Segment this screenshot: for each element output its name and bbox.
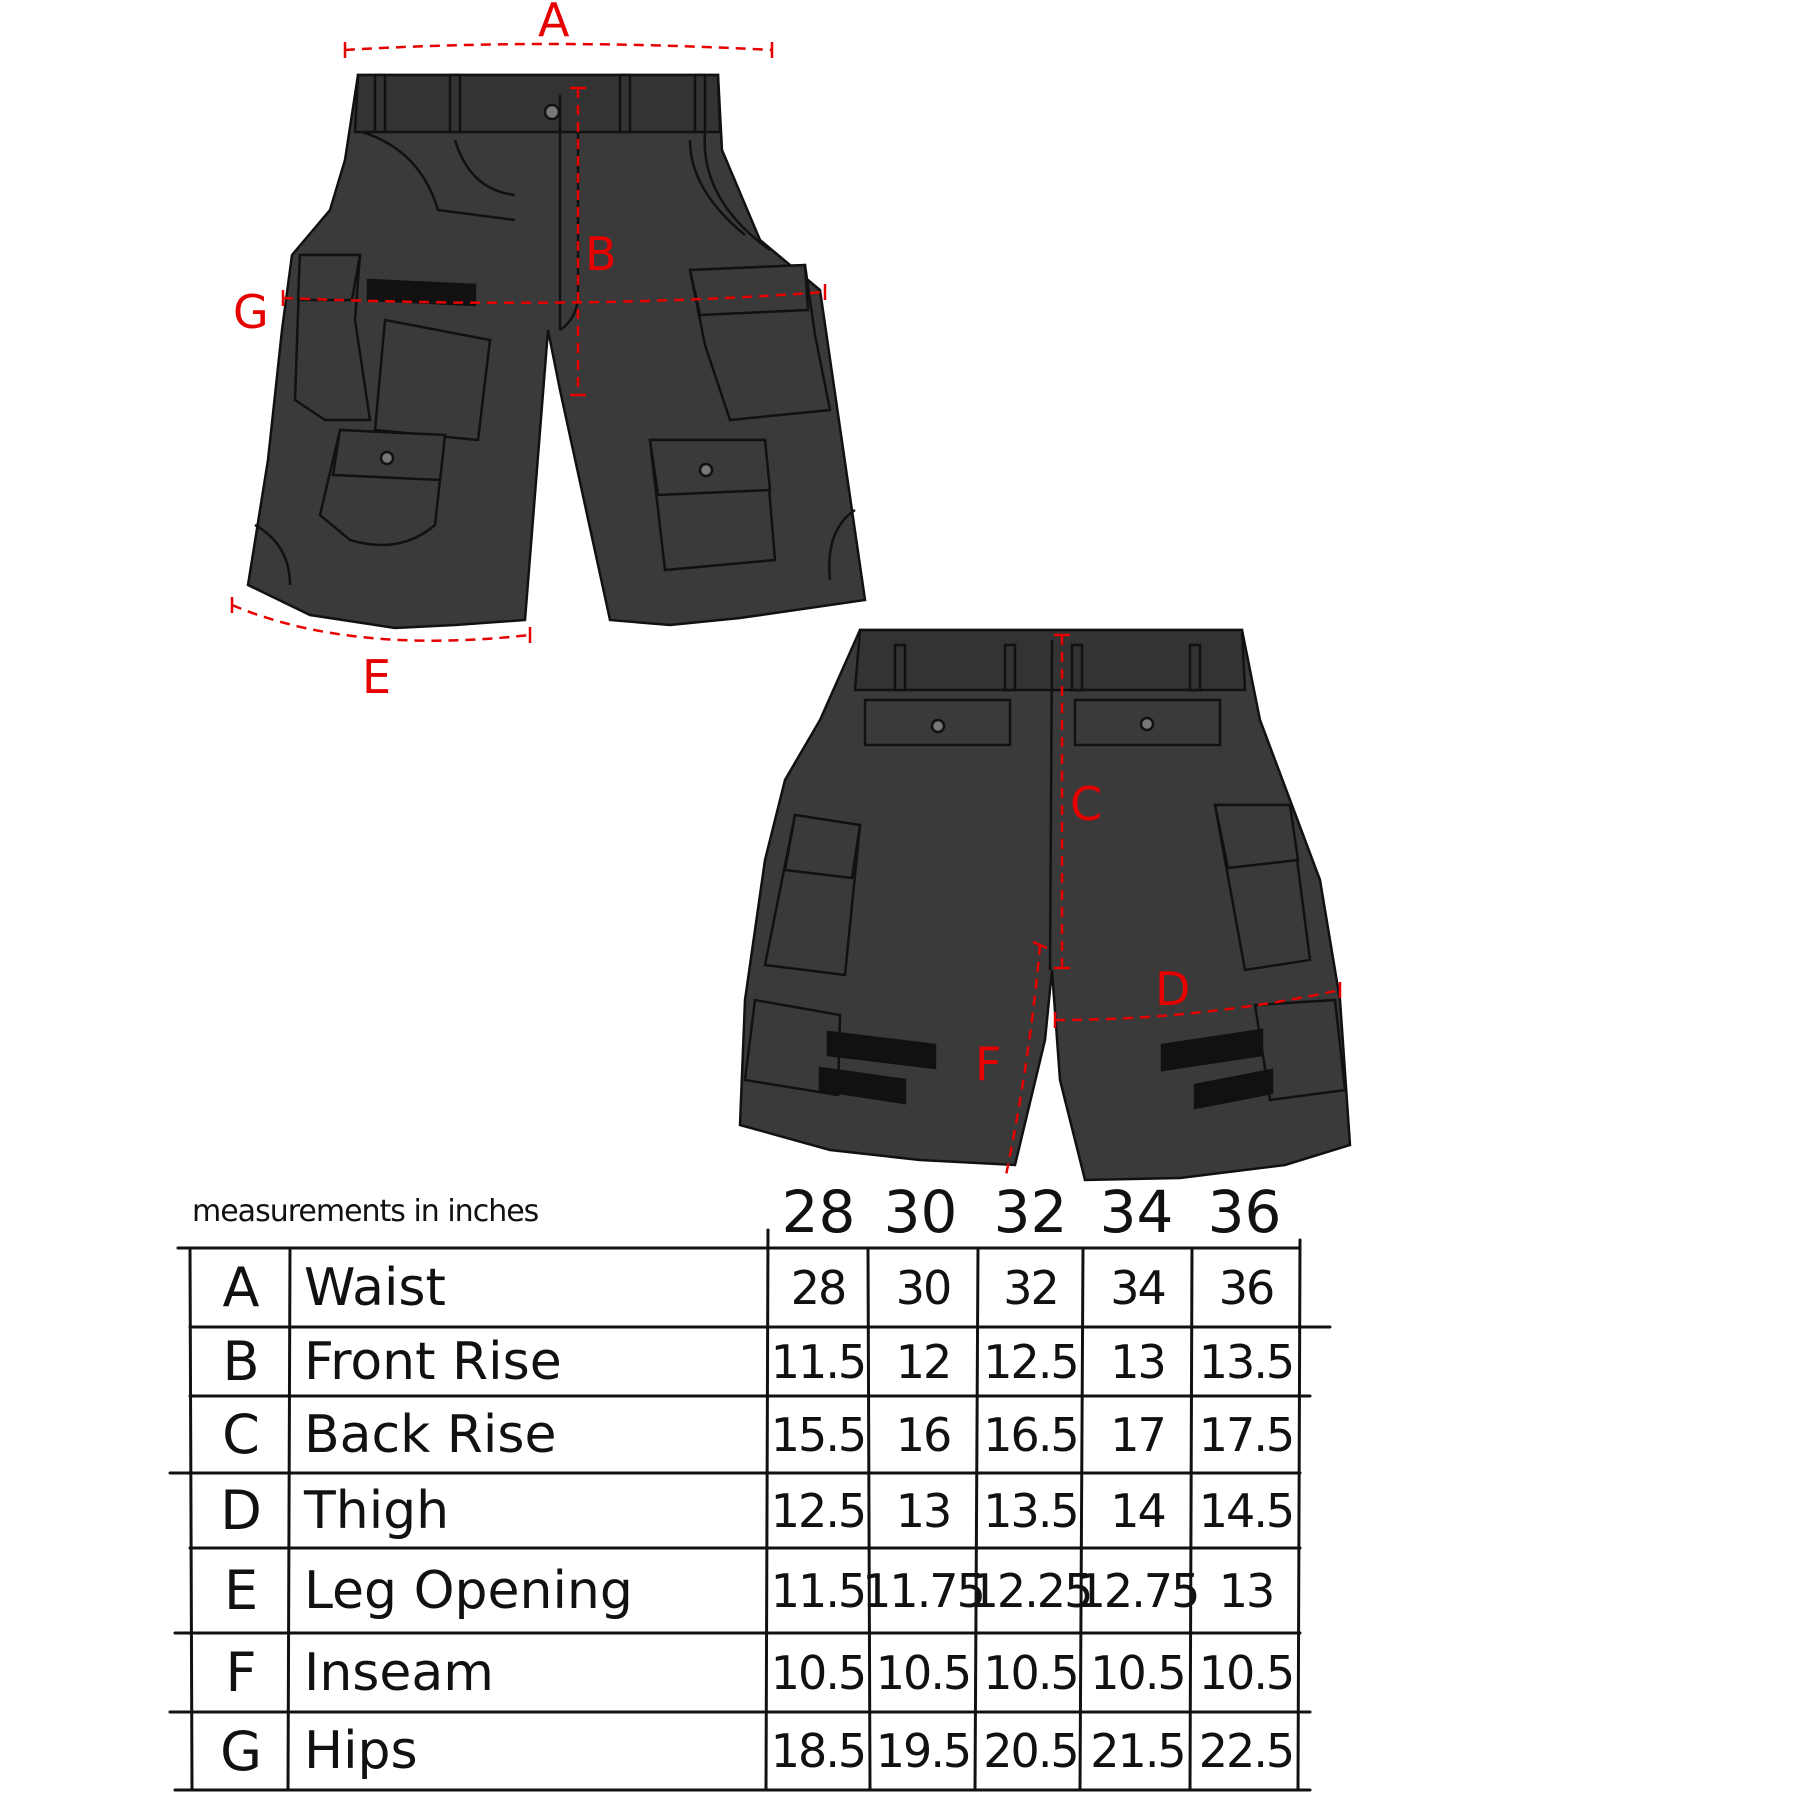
back-waistband [853,628,1247,692]
row-value: 13 [1218,1563,1276,1618]
row-measurement-name: Leg Opening [304,1560,633,1621]
row-measurement-name: Thigh [304,1480,450,1541]
row-letter: F [225,1641,257,1704]
measure-line-f [1003,944,1042,1181]
row-value: 10.5 [1198,1645,1295,1700]
back-side-pocket-left-flap [783,813,862,880]
back-strap-left-1 [826,1030,937,1070]
row-measurement-name: Waist [304,1257,446,1318]
row-value: 10.5 [983,1645,1079,1700]
measure-label-e: E [362,650,391,704]
row-letter: E [223,1559,259,1622]
row-value: 12.5 [983,1334,1079,1389]
row-value: 11.5 [770,1334,867,1389]
measure-label-f: F [975,1037,1001,1091]
row-value: 10.5 [770,1645,867,1700]
row-value: 22.5 [1198,1724,1295,1778]
size-header-36: 36 [1207,1178,1282,1246]
back-measurement-lines [1003,635,1341,1181]
row-value: 14 [1110,1483,1167,1538]
row-value: 10.5 [1090,1645,1186,1700]
button-icon [543,103,561,121]
row-value: 17 [1110,1407,1167,1462]
row-value: 18.5 [770,1724,867,1778]
row-value: 13 [1110,1334,1167,1389]
row-value: 13.5 [983,1483,1079,1538]
row-letter: C [222,1403,260,1466]
front-measurement-ticks [230,42,827,643]
front-belt-loops [373,73,707,134]
back-center-seam [1048,639,1054,971]
measure-label-d: D [1155,962,1190,1016]
front-pocket-left [361,130,516,222]
measure-line-d [1054,988,1341,1022]
front-hem-right [828,508,856,581]
row-value: 12.75 [1076,1563,1201,1618]
button-icon [698,462,714,478]
row-value: 12.5 [770,1483,867,1538]
back-strap-right-1 [1160,1028,1264,1072]
back-strap-right-2 [1193,1068,1274,1110]
row-measurement-name: Hips [304,1721,418,1781]
row-letter: A [222,1256,260,1319]
row-value: 36 [1218,1260,1276,1315]
row-value: 21.5 [1090,1724,1186,1778]
back-side-pocket-right-flap [1213,803,1300,870]
row-value: 20.5 [983,1724,1079,1778]
back-lower-pocket-right [1253,998,1347,1102]
row-letter: D [220,1479,262,1542]
measure-label-a: A [538,0,570,47]
row-value: 19.5 [875,1724,972,1778]
row-value: 15.5 [770,1407,867,1462]
button-icon [930,718,946,734]
back-view-shorts [738,628,1352,1182]
front-pocket-right [688,131,771,252]
row-value: 34 [1110,1260,1167,1315]
row-letter: B [222,1330,260,1393]
front-cargo-pocket-mid [373,318,492,442]
row-value: 32 [1003,1260,1060,1315]
row-measurement-name: Inseam [304,1642,494,1703]
row-value: 13 [895,1483,953,1538]
row-value: 28 [790,1260,848,1315]
row-value: 12 [895,1334,953,1389]
row-value: 11.75 [862,1563,986,1618]
front-measurement-lines [231,42,826,642]
measure-label-g: G [233,285,269,339]
measure-label-b: B [585,227,617,281]
front-strap [366,278,477,307]
row-value: 16.5 [983,1407,1079,1462]
row-value: 11.5 [770,1563,867,1618]
measure-line-e [231,603,531,642]
row-value: 17.5 [1198,1407,1295,1462]
front-hem-left [254,523,292,586]
row-value: 10.5 [875,1645,972,1700]
back-lower-pocket-left [743,998,842,1097]
row-value: 16 [895,1407,953,1462]
row-value: 14.5 [1198,1483,1295,1538]
row-measurement-name: Front Rise [304,1331,562,1392]
button-icon [1139,716,1155,732]
row-measurement-name: Back Rise [304,1404,557,1465]
size-header-34: 34 [1099,1178,1174,1246]
front-view-shorts [246,73,867,630]
row-value: 13.5 [1198,1334,1295,1389]
measure-label-c: C [1070,777,1102,831]
unit-caption: measurements in inches [192,1194,539,1229]
size-header-30: 30 [883,1178,958,1246]
size-header-28: 28 [781,1178,856,1246]
back-belt-loops [893,643,1202,692]
row-value: 12.25 [969,1563,1094,1618]
back-strap-left-2 [818,1066,907,1105]
back-measurement-ticks [1032,633,1342,1028]
row-value: 30 [895,1260,953,1315]
measure-line-a [344,42,773,52]
button-icon [379,450,395,466]
size-header-32: 32 [993,1178,1068,1246]
row-letter: G [220,1719,262,1783]
